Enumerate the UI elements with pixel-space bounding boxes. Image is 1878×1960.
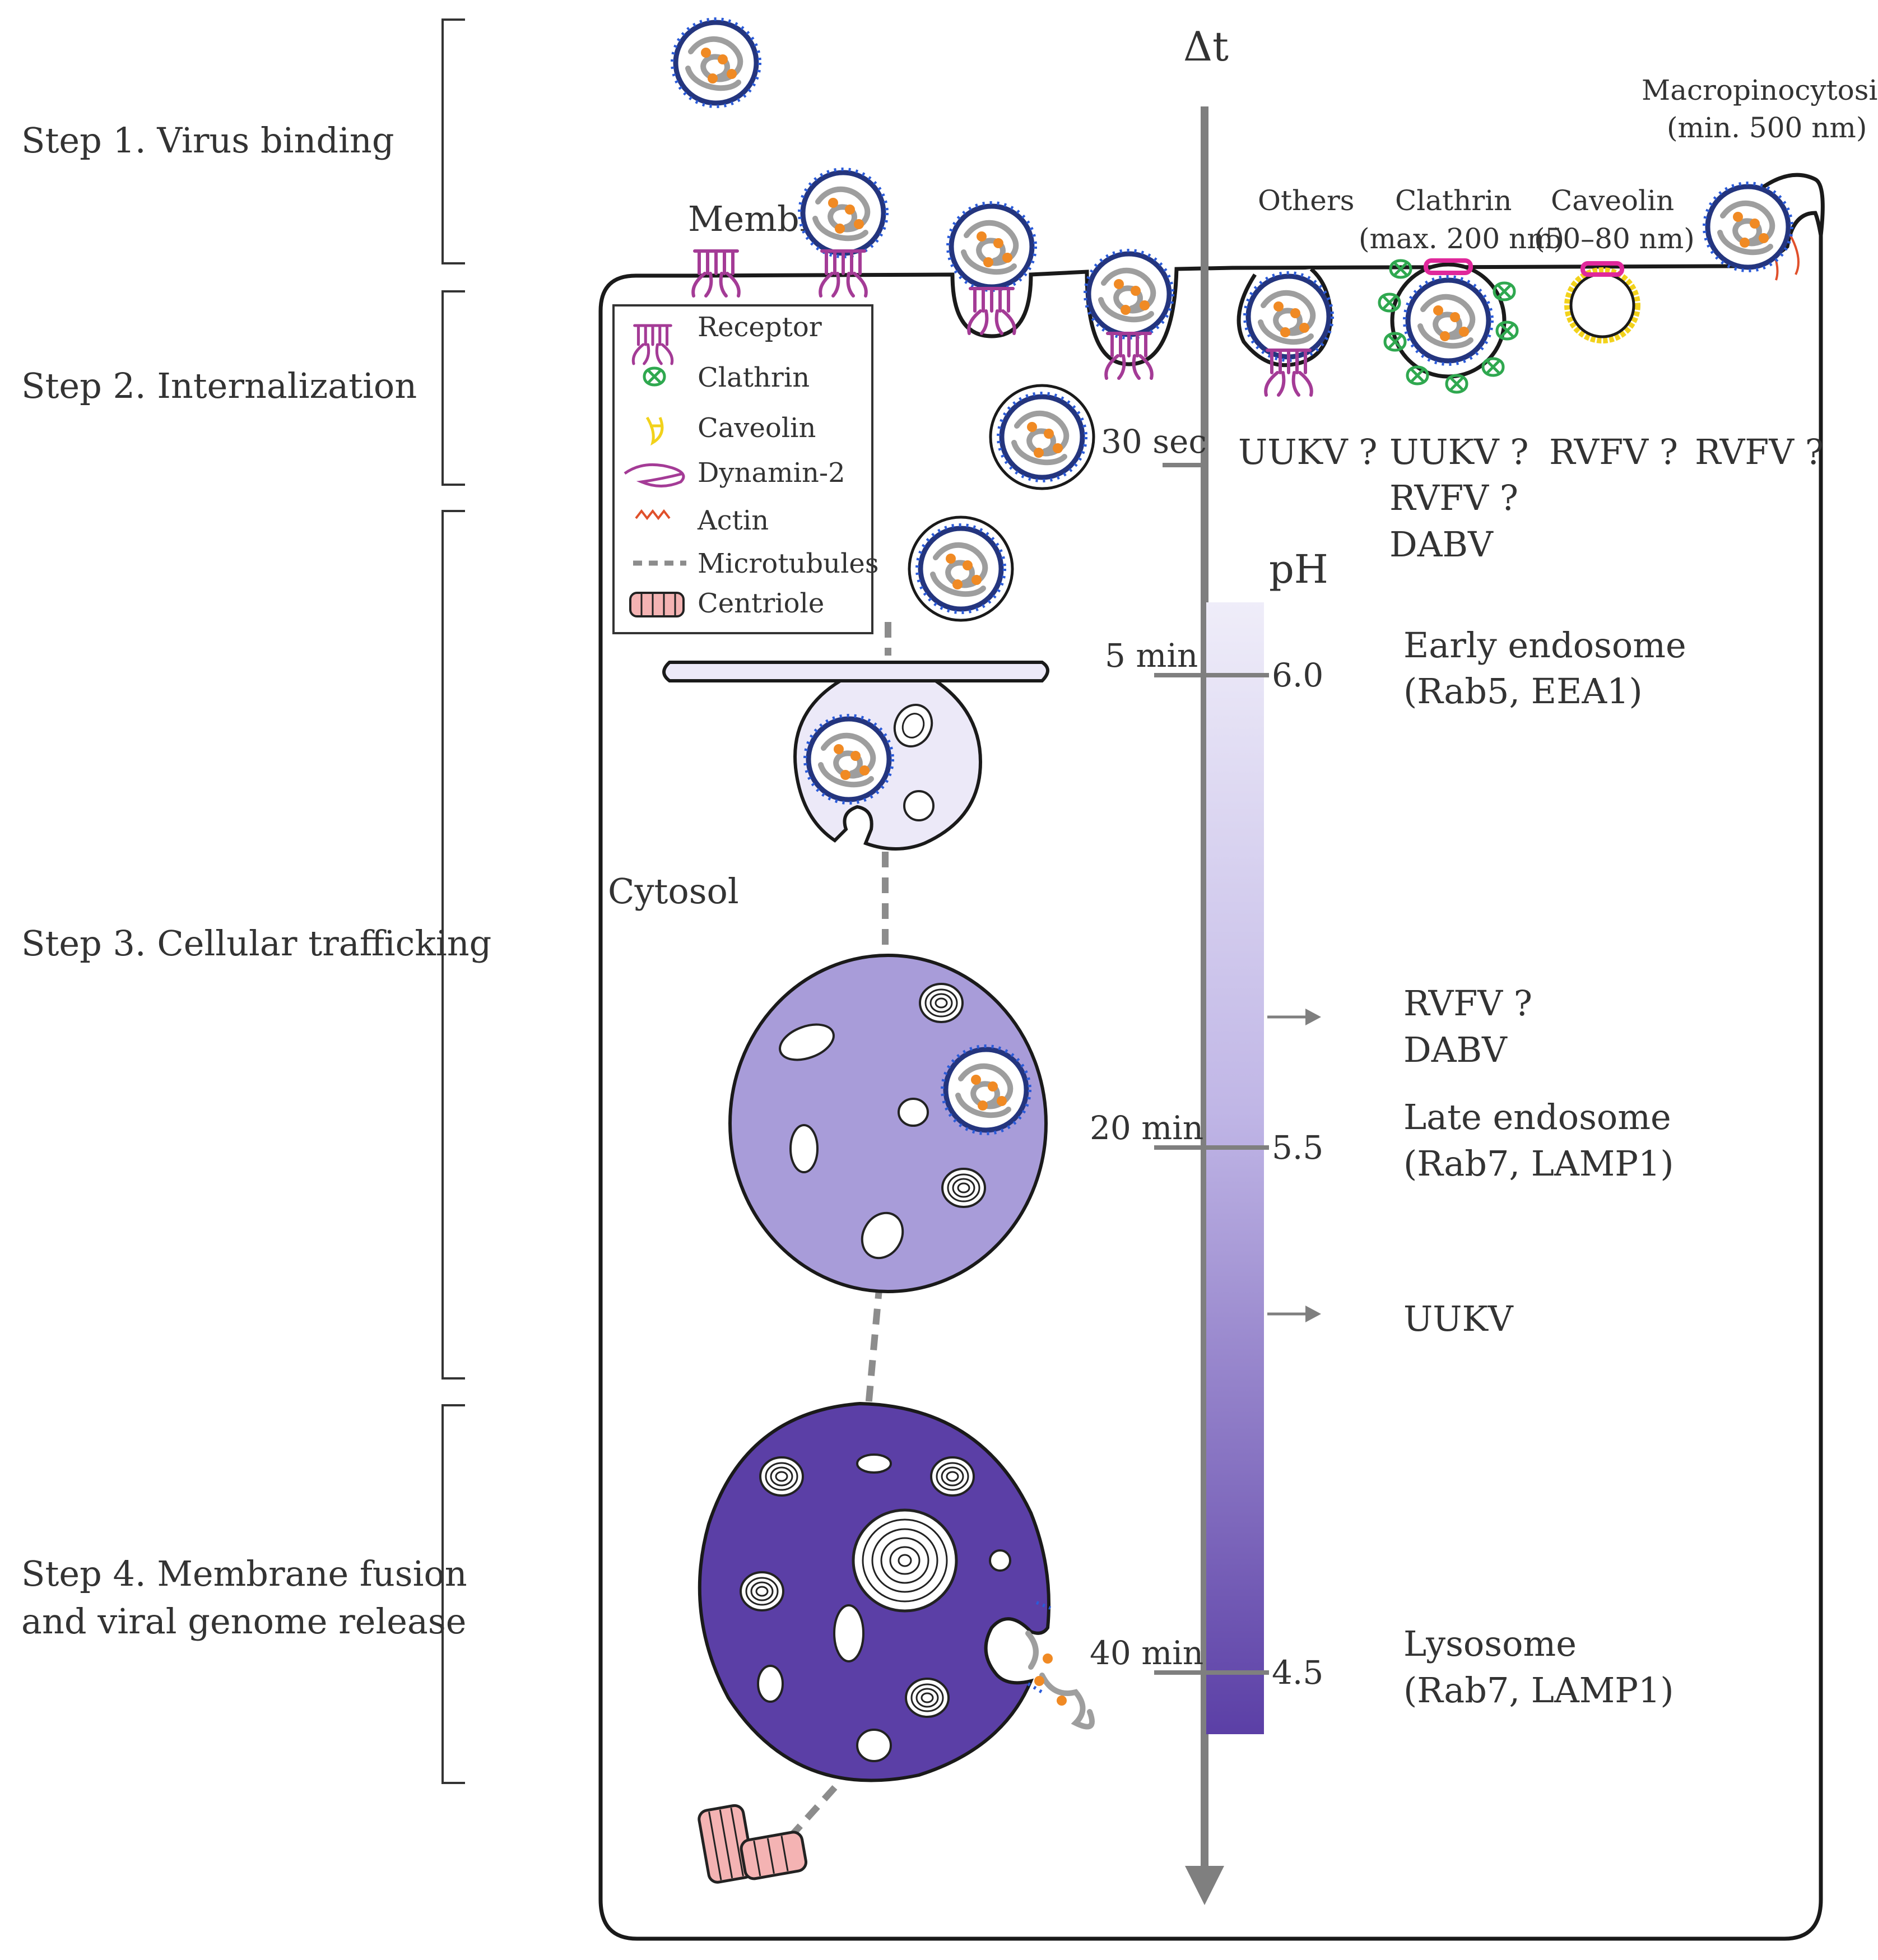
step-labels: Step 1. Virus binding Step 2. Internaliz… [21, 120, 491, 1642]
legend-caveolin-icon [645, 416, 664, 446]
ph-bar: pH [1206, 546, 1328, 1734]
late-endosome [728, 954, 1048, 1293]
tick-5-min: 5 min [1105, 637, 1198, 675]
legend-caveolin: Caveolin [698, 412, 816, 444]
late-endosome-markers: (Rab7, LAMP1) [1403, 1143, 1674, 1184]
early-endosome-markers: (Rab5, EEA1) [1403, 671, 1643, 712]
late-rvfv: RVFV ? [1403, 983, 1532, 1024]
time-axis: Δt [1183, 23, 1229, 1905]
centriole [698, 1804, 808, 1884]
caveolin-vesicle [1564, 261, 1640, 343]
cytosol-label: Cytosol [608, 871, 739, 912]
legend-dynamin: Dynamin-2 [698, 457, 845, 489]
pathway-clathrin-size: (max. 200 nm) [1359, 222, 1564, 255]
legend-receptor: Receptor [698, 312, 822, 343]
clathrin-uukv: UUKV ? [1389, 431, 1529, 472]
pathway-caveolin: Caveolin [1551, 184, 1674, 217]
lysosome [698, 1401, 1095, 1782]
clathrin-rvfv: RVFV ? [1389, 477, 1518, 518]
ph-5-5: 5.5 [1272, 1128, 1323, 1167]
virus-particle-deep-pit [1085, 250, 1173, 338]
ph-4-5: 4.5 [1272, 1654, 1323, 1692]
early-endosome [662, 661, 1049, 851]
step2-label: Step 2. Internalization [21, 365, 417, 406]
legend-clathrin: Clathrin [698, 362, 810, 393]
step4-label-line1: Step 4. Membrane fusion [21, 1553, 467, 1594]
lysosome-large-whorl [852, 1508, 958, 1613]
compartment-labels: Early endosome (Rab5, EEA1) Late endosom… [1403, 625, 1686, 1711]
caveolin-rvfv: RVFV ? [1549, 431, 1678, 472]
pathway-macropinocytosis: Macropinocytosis [1642, 74, 1878, 106]
virus-particle-free [672, 19, 760, 106]
legend-microtubules: Microtubules [698, 548, 878, 579]
bracket-step2 [441, 290, 465, 486]
early-endosome-label: Early endosome [1403, 625, 1686, 666]
late-dabv: DABV [1403, 1029, 1508, 1070]
tick-30-sec: 30 sec [1101, 422, 1207, 461]
bracket-step3 [441, 510, 465, 1380]
lysosome-label: Lysosome [1403, 1623, 1577, 1664]
step4-label-line2: and viral genome release [21, 1601, 466, 1642]
pathway-macropinocytosis-size: (min. 500 nm) [1667, 112, 1867, 144]
others-uukv: UUKV ? [1238, 431, 1378, 472]
fusion-arrows [1267, 1009, 1321, 1322]
others-vesicle [1236, 267, 1332, 395]
legend-centriole-icon [629, 592, 685, 617]
tick-40-min: 40 min [1090, 1634, 1203, 1672]
clathrin-vesicle [1379, 258, 1517, 392]
time-axis-arrowhead [1185, 1866, 1224, 1905]
pathway-others: Others [1258, 184, 1354, 217]
lysosome-uukv: UUKV [1403, 1298, 1514, 1339]
bracket-step1 [441, 18, 465, 264]
bracket-step4 [441, 1404, 465, 1784]
delta-t-label: Δt [1183, 23, 1229, 70]
virus-particle-pit [948, 203, 1035, 290]
step3-label: Step 3. Cellular trafficking [21, 923, 491, 964]
late-endosome-label: Late endosome [1403, 1097, 1671, 1137]
ticks: 30 sec 5 min 6.0 20 min 5.5 40 min 4.5 [1090, 422, 1323, 1692]
clathrin-dabv: DABV [1389, 524, 1494, 565]
macro-rvfv: RVFV ? [1695, 431, 1824, 472]
internalized-vesicles [908, 384, 1095, 622]
step-brackets [441, 18, 465, 1784]
virus-particle-bound [799, 169, 887, 257]
ph-label: pH [1269, 546, 1328, 592]
lysosome-markers: (Rab7, LAMP1) [1403, 1670, 1674, 1711]
receptor-pit [969, 289, 1015, 333]
legend-actin-icon [635, 509, 671, 521]
pathway-clathrin: Clathrin [1395, 184, 1512, 217]
pathway-caveolin-size: (50–80 nm) [1534, 222, 1695, 255]
ph-6-0: 6.0 [1272, 656, 1323, 694]
step1-label: Step 1. Virus binding [21, 120, 394, 161]
legend-centriole: Centriole [698, 588, 824, 619]
virus-labels: UUKV ? UUKV ? RVFV ? DABV RVFV ? RVFV ? … [1238, 431, 1824, 1339]
legend: Receptor Clathrin Caveolin Dynamin-2 Act… [612, 304, 878, 634]
tick-20-min: 20 min [1090, 1109, 1203, 1147]
legend-dynamin-icon [624, 463, 685, 487]
legend-actin: Actin [697, 505, 769, 536]
